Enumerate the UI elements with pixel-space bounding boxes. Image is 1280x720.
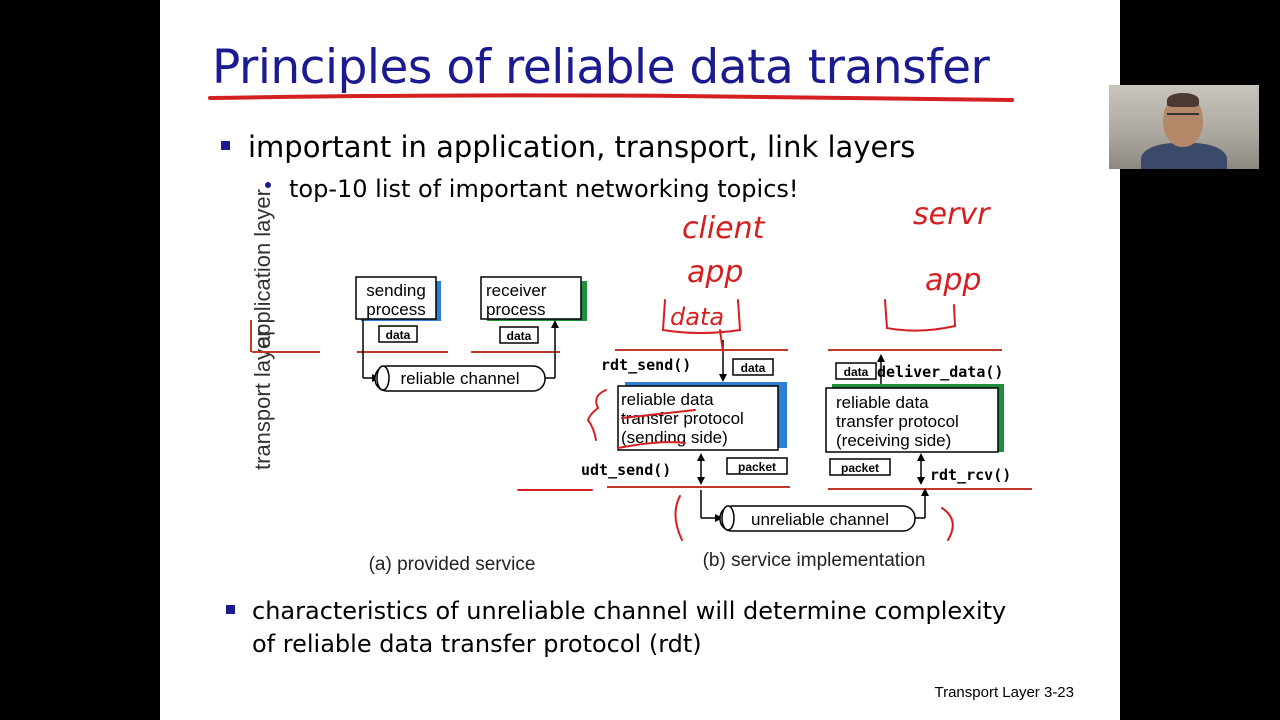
receiver-process-label-2: process <box>486 300 546 319</box>
annotation-underline-2 <box>617 441 686 449</box>
udt-send-label: udt_send() <box>581 461 671 479</box>
rdt-sender-line-3: (sending side) <box>621 428 728 447</box>
layer-transport-label: transport layer <box>250 329 275 470</box>
rdt-sender-line-1: reliable data <box>621 390 714 409</box>
presenter-shirt <box>1141 143 1227 169</box>
rdt-receiver-line-2: transfer protocol <box>836 412 959 431</box>
slide-footer: Transport Layer 3-23 <box>934 684 1074 701</box>
slide: Principles of reliable data transfer imp… <box>160 0 1120 720</box>
annotation-app-left: app <box>687 255 743 290</box>
annotation-paren-left <box>674 495 683 541</box>
receiver-process-label-1: receiver <box>486 281 547 300</box>
annotation-data-arrow <box>719 329 724 353</box>
presenter-glasses <box>1167 113 1199 121</box>
annotation-app-right: app <box>925 263 981 298</box>
layer-application-label: application layer <box>250 189 275 348</box>
annotation-server: servr <box>913 197 991 232</box>
data-tag-a-send: data <box>386 328 411 342</box>
annotation-data: data <box>670 303 724 331</box>
title-underline-ink <box>208 93 1014 102</box>
data-tag-a-recv: data <box>507 329 532 343</box>
bullet-text: characteristics of unreliable channel wi… <box>252 597 1007 658</box>
rdt-diagram: application layer transport layer sendin… <box>208 93 1032 575</box>
sending-process-label-1: sending <box>366 281 426 300</box>
annotation-client: client <box>682 211 766 246</box>
provided-service-diagram: sending process receiver process data da… <box>355 276 587 575</box>
slide-title: Principles of reliable data transfer <box>212 40 990 95</box>
packet-tag-send: packet <box>738 460 776 474</box>
rdt-send-label: rdt_send() <box>601 356 691 374</box>
annotation-underline <box>621 409 696 419</box>
packet-tag-recv: packet <box>841 461 879 475</box>
bullet-text: important in application, transport, lin… <box>248 130 916 164</box>
annotation-paren-right <box>941 507 954 541</box>
rdt-receiver-line-1: reliable data <box>836 393 929 412</box>
layer-labels: application layer transport layer <box>250 189 275 470</box>
rdt-receiver-line-3: (receiving side) <box>836 431 951 450</box>
webcam-thumbnail <box>1109 85 1259 169</box>
reliable-channel-label: reliable channel <box>400 369 519 388</box>
annotation-data-box <box>661 299 742 334</box>
data-tag-b-recv: data <box>844 365 869 379</box>
presenter-hair <box>1167 93 1199 107</box>
bullet-marker <box>221 141 230 150</box>
sending-process-label-2: process <box>366 300 426 319</box>
handwritten-annotations: client servr app app data <box>517 197 991 541</box>
caption-service-implementation: (b) service implementation <box>703 550 926 571</box>
rdt-rcv-label: rdt_rcv() <box>930 466 1011 484</box>
deliver-data-label: deliver_data() <box>877 363 1003 381</box>
sub-bullet-marker <box>265 182 271 188</box>
annotation-app-box <box>884 299 957 332</box>
service-implementation-diagram: rdt_send() data reliable data transfer p… <box>581 340 1032 571</box>
caption-provided-service: (a) provided service <box>369 554 536 575</box>
annotation-bracket-left <box>586 389 607 441</box>
bullet-marker <box>226 605 235 614</box>
data-tag-b-send: data <box>741 361 766 375</box>
sub-bullet-text: top-10 list of important networking topi… <box>289 175 799 203</box>
unreliable-channel-label: unreliable channel <box>751 510 889 529</box>
